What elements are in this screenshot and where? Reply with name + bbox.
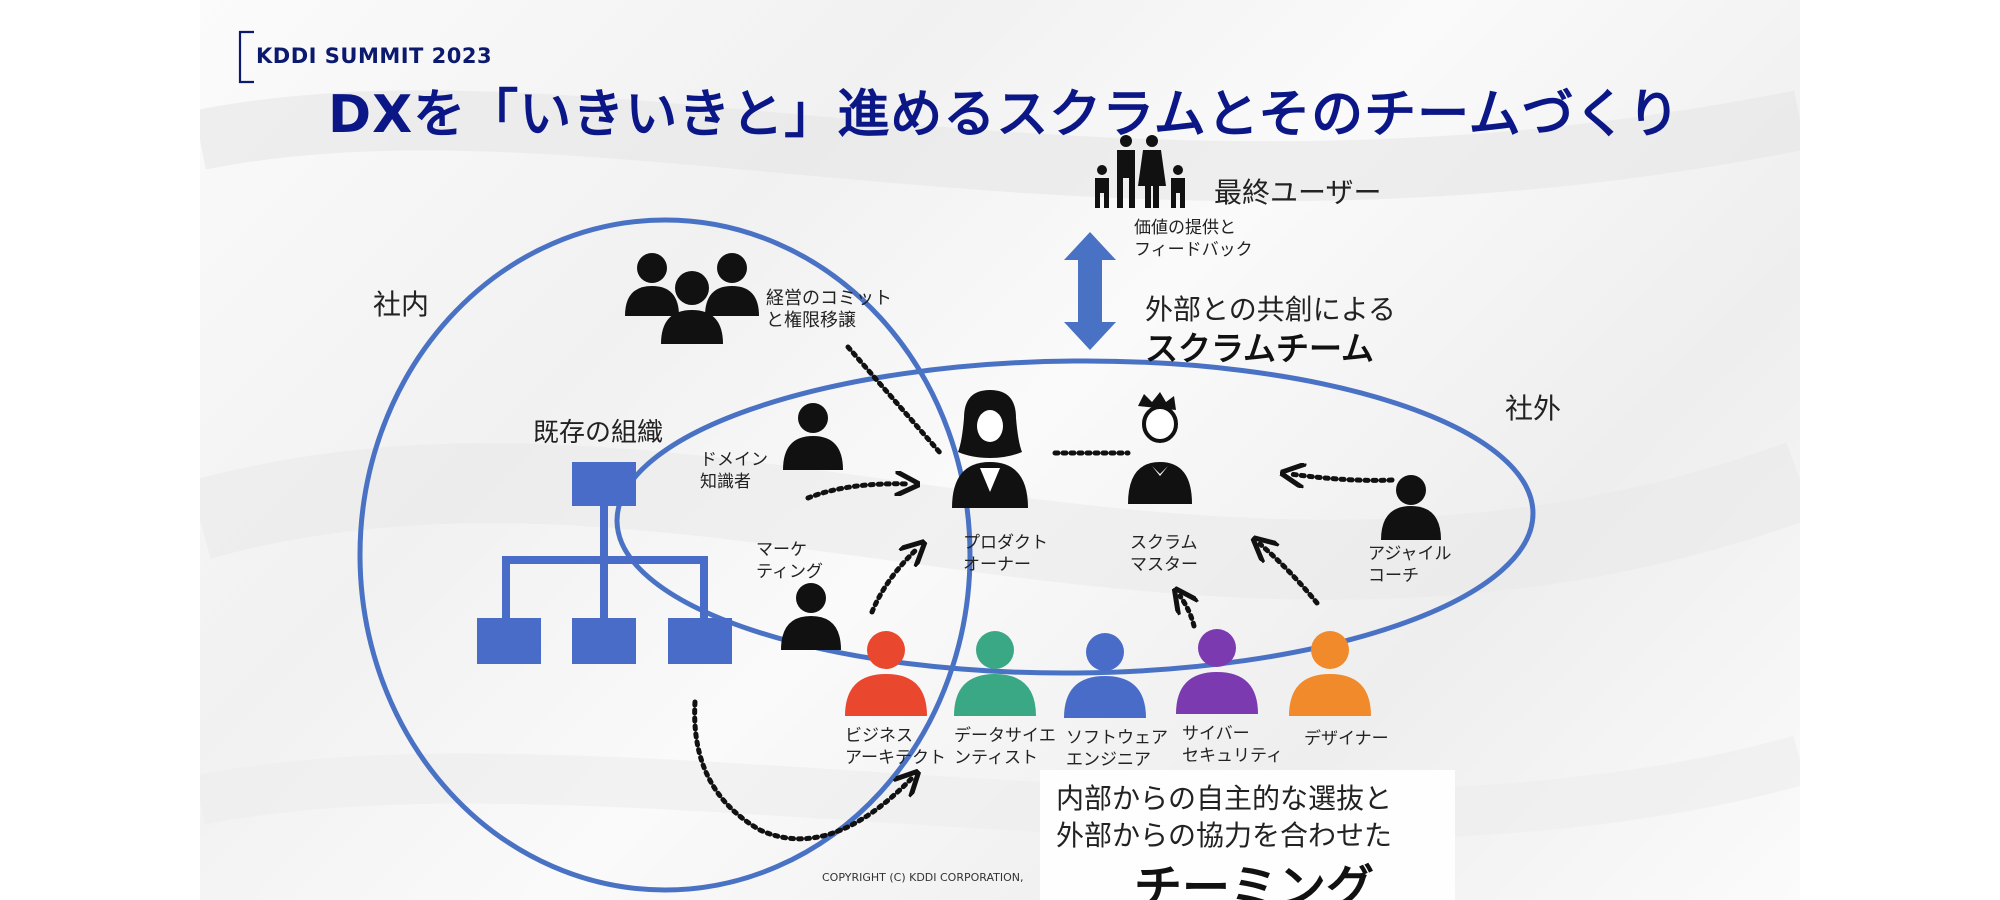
domain-expert-arrow (805, 484, 910, 501)
designer-icon (1289, 631, 1371, 716)
teaming-line2: 外部からの協力を合わせた (1056, 819, 1393, 852)
page-title: DXを「いきいきと」進めるスクラムとそのチームづくり (328, 85, 1681, 145)
data-scientist-icon (954, 631, 1036, 716)
value-feedback-label: 価値の提供と フィードバック (1134, 218, 1253, 260)
slide: KDDI SUMMIT 2023 DXを「いきいきと」進めるスクラムとそのチーム… (200, 0, 1800, 900)
management-label: 経営のコミット と権限移譲 (766, 288, 892, 331)
internal-circle (357, 217, 973, 893)
co-creation-label: 外部との共創による (1145, 293, 1396, 326)
agile-coach-person-icon (1381, 475, 1441, 540)
teaming-text-backdrop (1040, 770, 1455, 900)
diagram-canvas (238, 30, 1536, 893)
brand-bracket (238, 30, 254, 84)
org-chart-icon (477, 462, 732, 664)
marketing-label: マーケ ティング (756, 540, 823, 582)
management-connector (845, 344, 945, 458)
region-external-label: 社外 (1505, 392, 1562, 425)
business-architect-label: ビジネス アーキテクト (845, 726, 946, 768)
end-user-label: 最終ユーザー (1214, 176, 1382, 209)
cyber-security-label: サイバー セキュリティ (1182, 724, 1283, 766)
group-icon (625, 253, 759, 344)
domain-expert-person-icon (783, 403, 843, 470)
region-internal-label: 社内 (373, 288, 430, 321)
agile-coach-label: アジャイル コーチ (1368, 544, 1452, 586)
cyber-security-arrow (1180, 596, 1194, 629)
domain-expert-label: ドメイン 知識者 (700, 450, 768, 492)
teaming-line1: 内部からの自主的な選抜と (1056, 782, 1393, 815)
marketing-arrow (869, 548, 918, 615)
teaming-title: チーミング (1134, 860, 1375, 900)
agile-coach-arrow (1290, 474, 1395, 480)
copyright-text: COPYRIGHT (C) KDDI CORPORATION, (822, 871, 1024, 884)
brand-label: KDDI SUMMIT 2023 (256, 44, 493, 68)
marketing-person-icon (781, 583, 841, 650)
data-scientist-label: データサイエ ンティスト (954, 726, 1056, 768)
designer-label: デザイナー (1304, 729, 1389, 749)
existing-org-label: 既存の組織 (533, 418, 664, 448)
scrum-team-circle (614, 358, 1536, 676)
family-icon (1095, 135, 1185, 208)
value-feedback-arrow (1064, 232, 1116, 350)
software-engineer-icon (1064, 633, 1146, 718)
business-architect-icon (845, 631, 927, 716)
designer-arrow (1260, 544, 1320, 606)
cyber-security-icon (1176, 629, 1258, 714)
scrum-master-man-icon (1128, 392, 1192, 504)
product-owner-label: プロダクト オーナー (963, 533, 1048, 575)
software-engineer-label: ソフトウェア エンジニア (1066, 728, 1168, 770)
background-waves (200, 90, 1800, 841)
scrum-team-label: スクラムチーム (1145, 329, 1375, 368)
scrum-master-label: スクラム マスター (1130, 533, 1198, 575)
existing-org-arrow (692, 699, 912, 842)
product-owner-woman-icon (952, 390, 1028, 508)
